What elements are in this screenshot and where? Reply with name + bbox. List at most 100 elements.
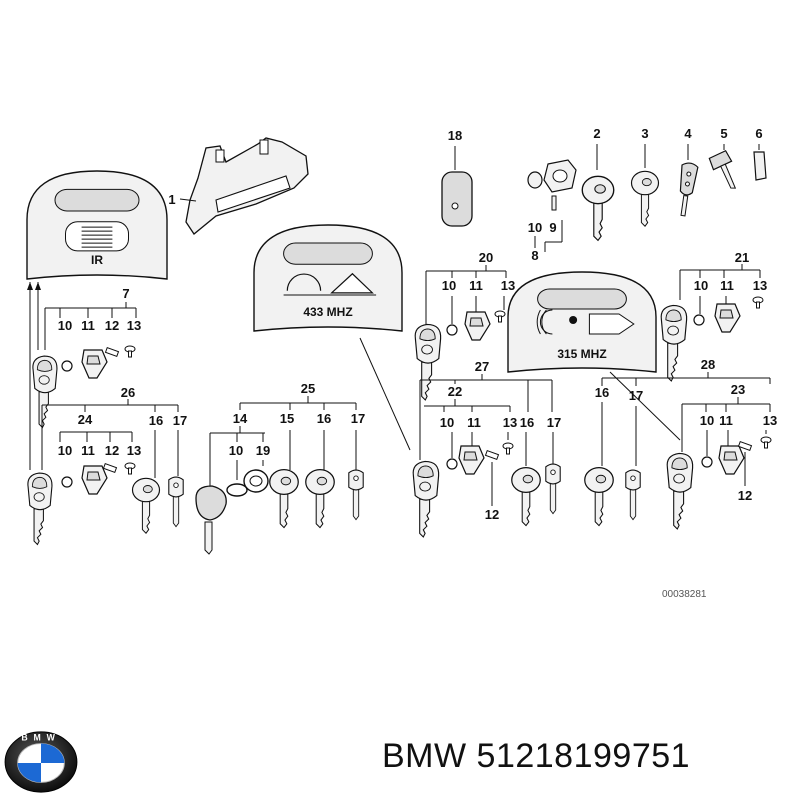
callout-24: 24: [78, 412, 93, 427]
key-blade: [279, 492, 289, 529]
screw-shank: [756, 301, 760, 309]
arrow-shape: [588, 313, 635, 335]
callout-13: 13: [753, 278, 767, 293]
callout-13: 13: [127, 443, 141, 458]
callout-13: 13: [503, 415, 517, 430]
key-blade: [33, 508, 44, 546]
key-emblem: [641, 178, 652, 187]
screw-shank: [506, 447, 510, 455]
key-17-far: [625, 469, 641, 521]
callout-10: 10: [694, 278, 708, 293]
callout-16: 16: [520, 415, 534, 430]
key-button: [419, 328, 436, 342]
ir-window: [65, 221, 129, 252]
holder-group21: [714, 303, 741, 333]
key-16-mid: [305, 469, 335, 529]
key-hole: [353, 475, 359, 481]
key-emblem: [419, 481, 431, 492]
callout-12: 12: [105, 318, 119, 333]
callout-10: 10: [58, 443, 72, 458]
callout-17: 17: [351, 411, 365, 426]
key-group21: [660, 304, 688, 382]
key-group20: [414, 323, 442, 401]
key-head: [708, 149, 733, 171]
pointer-line: [609, 371, 681, 441]
key-group7: [32, 355, 58, 429]
key-blade: [315, 492, 325, 529]
remote-label: 433 MHZ: [303, 305, 352, 319]
callout-3: 3: [641, 126, 648, 141]
o-ring-19a: [226, 483, 248, 497]
drawing-number: 00038281: [662, 589, 707, 600]
ring-group22: [446, 458, 458, 470]
key-16-right: [511, 467, 541, 527]
leader-line: [179, 198, 197, 202]
key-emblem: [522, 474, 534, 484]
callout-22: 22: [448, 384, 462, 399]
holder-group23: [718, 445, 745, 475]
svg-text:BMW: BMW: [21, 733, 60, 743]
key-16-left: [131, 477, 161, 534]
screw-shank: [128, 467, 132, 475]
part-18-hole: [451, 202, 459, 210]
part-9-pin: [551, 195, 557, 211]
remote-315: 315 MHZ: [507, 271, 657, 373]
callout-20: 20: [479, 250, 493, 265]
remote-433: 433 MHZ: [253, 224, 403, 332]
holder-slot: [723, 451, 738, 461]
ring-19-inner: [249, 475, 263, 487]
key-emblem: [421, 344, 433, 355]
key-emblem: [142, 485, 153, 494]
callout-10: 10: [440, 415, 454, 430]
signal-arc: [539, 309, 553, 335]
clip-group24: [102, 462, 118, 474]
holder-slot: [86, 471, 101, 481]
key-15: [269, 469, 299, 529]
callout-11: 11: [81, 443, 95, 458]
key-emblem: [33, 492, 45, 502]
key-blade: [172, 495, 180, 528]
key-blade: [593, 202, 603, 242]
callout-18: 18: [448, 128, 462, 143]
screw-group23: [760, 436, 772, 449]
callout-13: 13: [127, 318, 141, 333]
key-5: [708, 149, 737, 189]
pointer-line: [359, 337, 411, 451]
door-handle-icon: [185, 137, 309, 235]
remote-label: IR: [91, 253, 103, 267]
key-17-right: [545, 463, 561, 515]
bmw-logo: BMW: [4, 731, 78, 793]
signal-arc: [536, 309, 541, 335]
screw-shank: [764, 441, 768, 449]
key-button: [665, 309, 682, 323]
callout-10: 10: [528, 220, 542, 235]
key-3: [630, 170, 660, 227]
remote-label: 315 MHZ: [557, 347, 606, 361]
handle-grip: [215, 175, 291, 213]
callout-12: 12: [485, 507, 499, 522]
remote-top-slot: [54, 188, 140, 212]
key-emblem: [667, 325, 679, 336]
callout-14: 14: [233, 411, 248, 426]
callout-16: 16: [317, 411, 331, 426]
callout-21: 21: [735, 250, 749, 265]
key-button: [31, 476, 48, 489]
key-blade: [419, 498, 431, 538]
key-2: [581, 175, 615, 242]
key-emblem: [316, 476, 328, 486]
transponder-key-head: [195, 485, 227, 521]
holder-group20: [464, 311, 491, 341]
ring-group24: [61, 476, 73, 488]
ring-group7: [61, 360, 73, 372]
callout-5: 5: [720, 126, 727, 141]
callout-16: 16: [595, 385, 609, 400]
part-number: 51218199751: [476, 737, 691, 775]
callout-25: 25: [301, 381, 315, 396]
screw-group7: [124, 345, 136, 358]
key-group22: [412, 460, 440, 538]
key-blade: [720, 163, 737, 189]
callout-10: 10: [229, 443, 243, 458]
key-blade: [667, 342, 679, 382]
